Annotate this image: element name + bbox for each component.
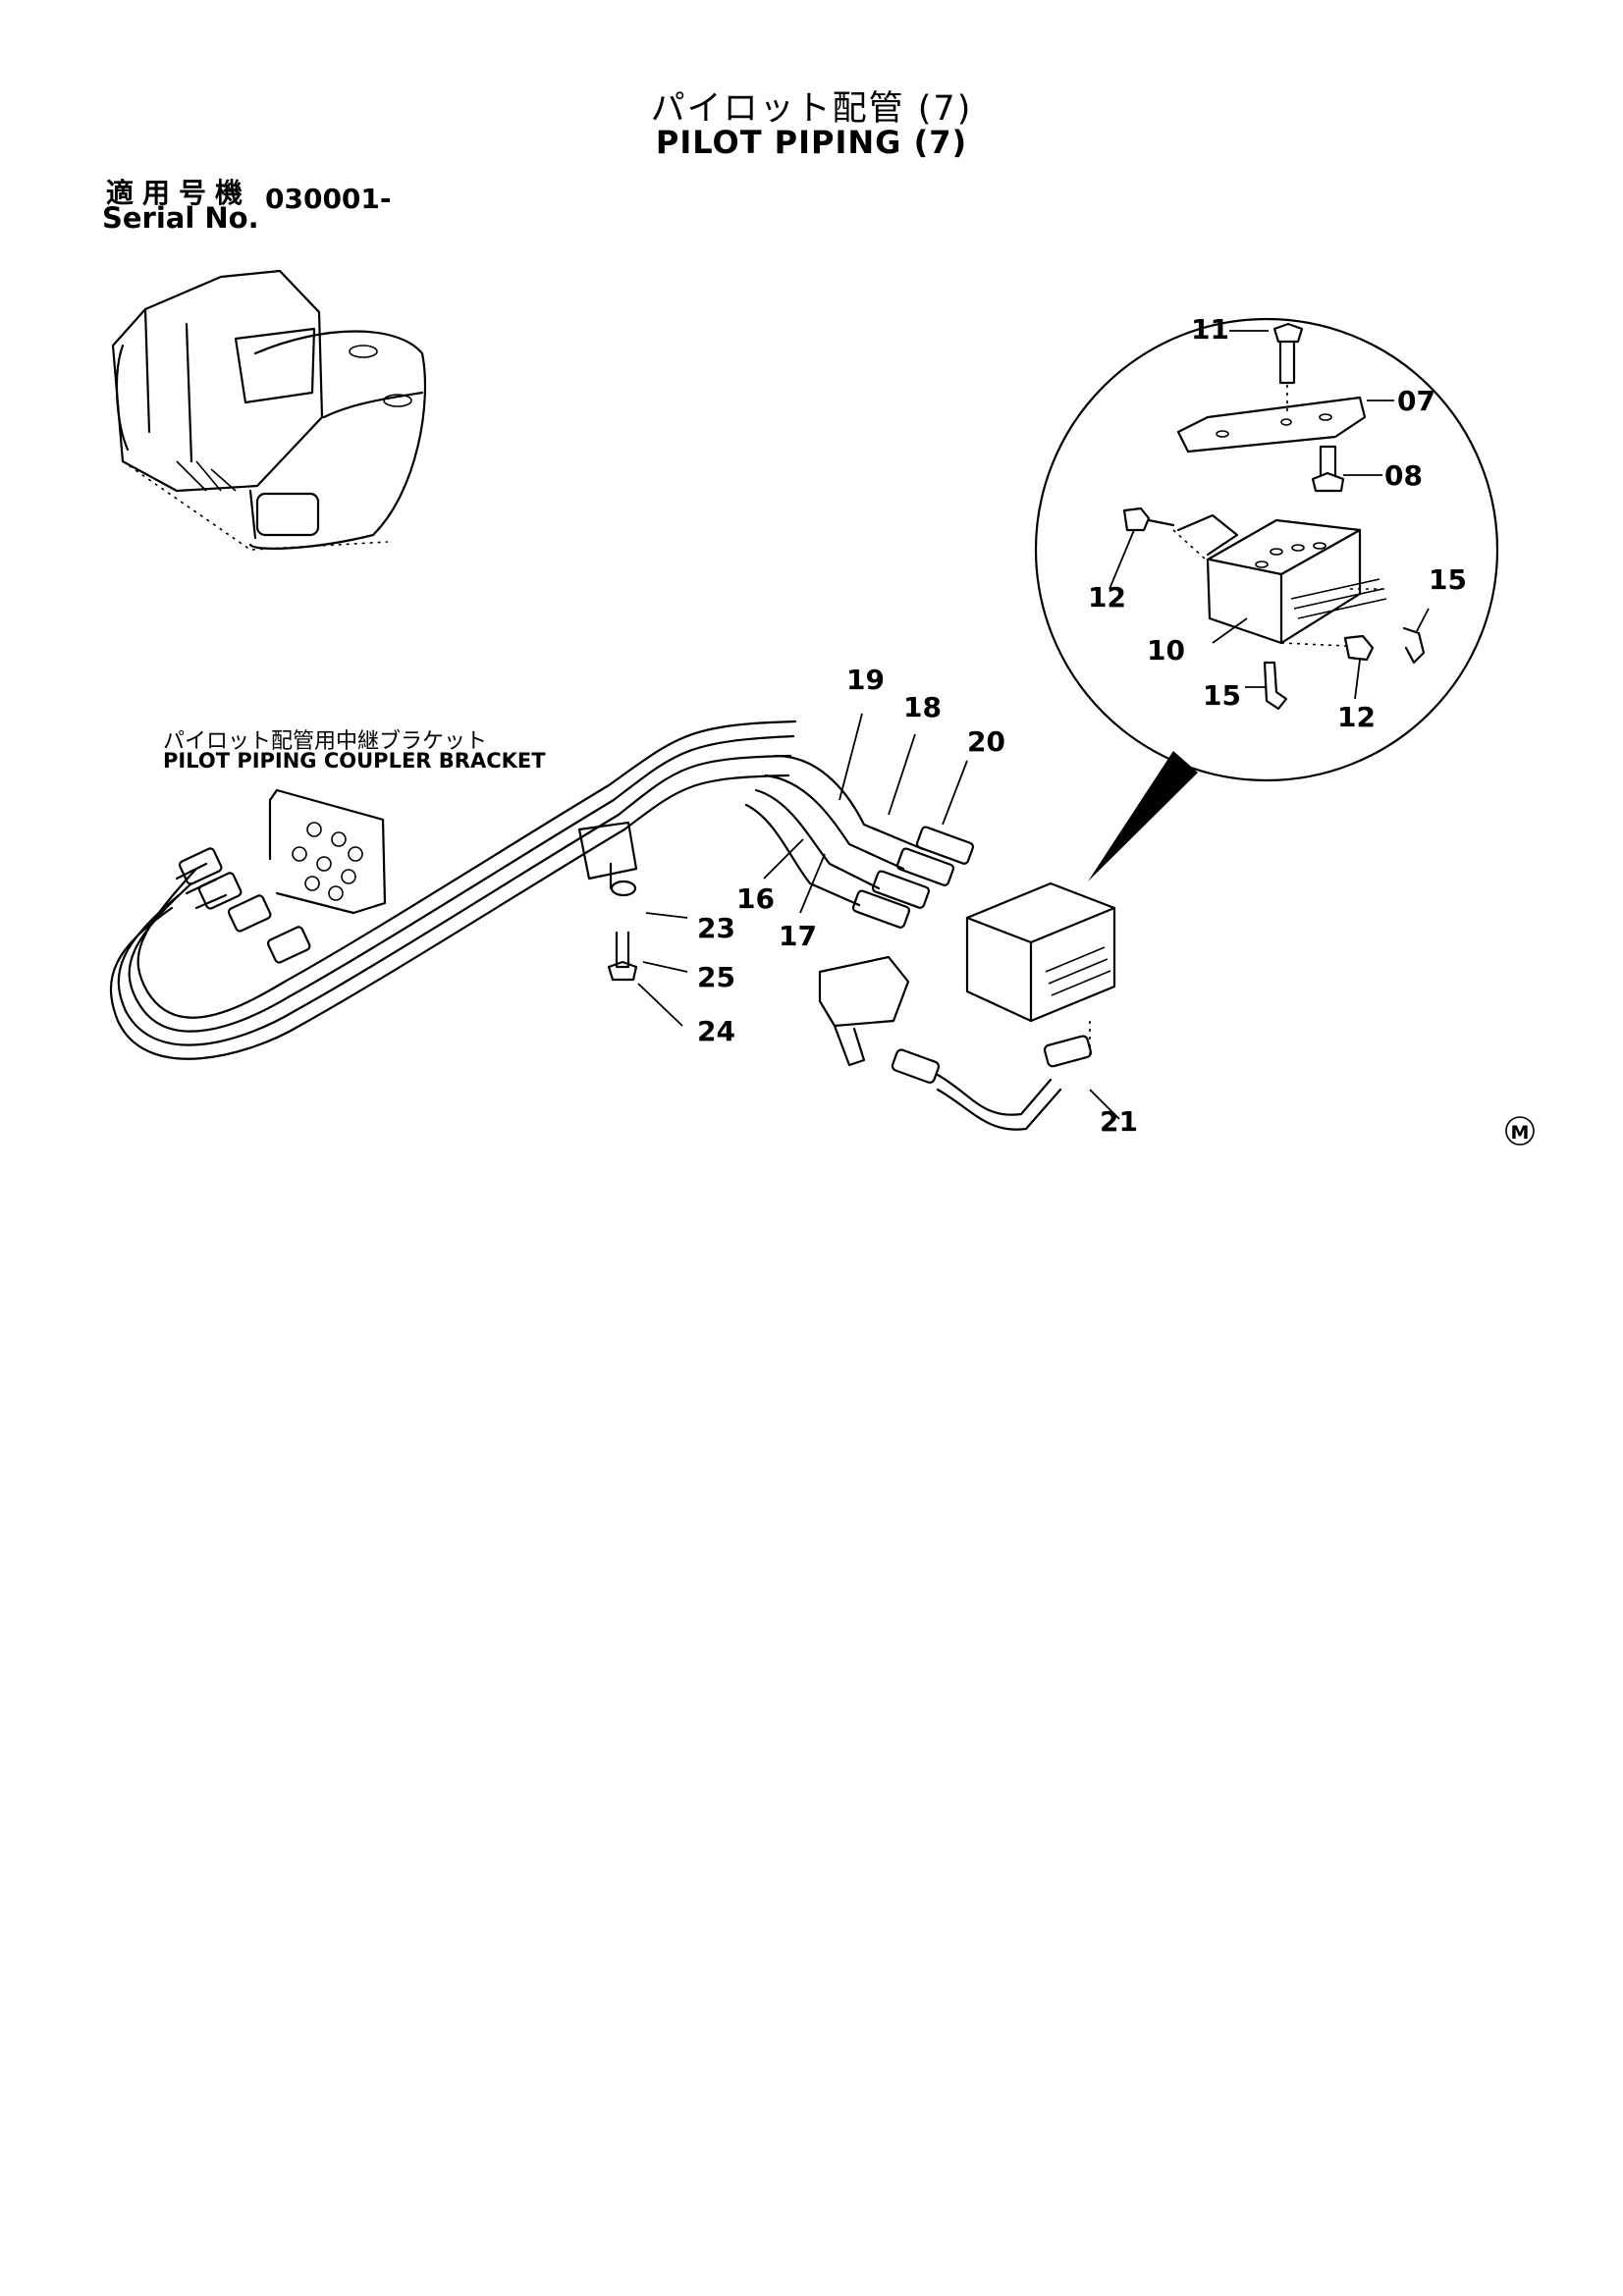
callout-16: 16 xyxy=(736,882,775,915)
callout-15a: 15 xyxy=(1429,563,1467,596)
m-mark: M xyxy=(1505,1116,1535,1146)
detail-pointer xyxy=(1088,751,1198,881)
callout-07: 07 xyxy=(1397,385,1435,417)
bracket-label-en: PILOT PIPING COUPLER BRACKET xyxy=(163,749,546,773)
detail-view-circle xyxy=(1034,317,1499,881)
m-mark-letter: M xyxy=(1511,1122,1530,1144)
callout-15b: 15 xyxy=(1203,679,1241,712)
callout-24: 24 xyxy=(697,1015,735,1047)
leader-lines xyxy=(637,330,1430,1120)
callout-12b: 12 xyxy=(1337,701,1376,733)
serial-label-jp: 適用号機 xyxy=(106,177,252,209)
callout-08: 08 xyxy=(1384,459,1423,492)
callout-21: 21 xyxy=(1100,1105,1138,1138)
serial-number: 030001- xyxy=(265,183,392,215)
page-title-en: PILOT PIPING (7) xyxy=(655,124,968,161)
bracket-label-jp: パイロット配管用中継ブラケット xyxy=(163,729,488,754)
callout-12a: 12 xyxy=(1088,581,1126,614)
excavator-illustration xyxy=(111,269,427,551)
hoses-16-20 xyxy=(744,754,1116,1023)
hose-bundle xyxy=(109,720,797,1060)
callout-18: 18 xyxy=(903,691,942,723)
serial-label-en: Serial No. xyxy=(102,201,259,235)
callout-23: 23 xyxy=(697,912,735,944)
callout-17: 17 xyxy=(779,920,817,952)
callout-10: 10 xyxy=(1147,634,1185,667)
valve-and-hose-21 xyxy=(607,931,1093,1131)
callout-20: 20 xyxy=(967,725,1005,758)
coupler-bracket xyxy=(268,788,387,915)
page-title-jp: パイロット配管 (7) xyxy=(650,89,973,129)
callout-19: 19 xyxy=(846,664,885,696)
callout-11: 11 xyxy=(1191,313,1229,346)
callout-25: 25 xyxy=(697,961,735,993)
